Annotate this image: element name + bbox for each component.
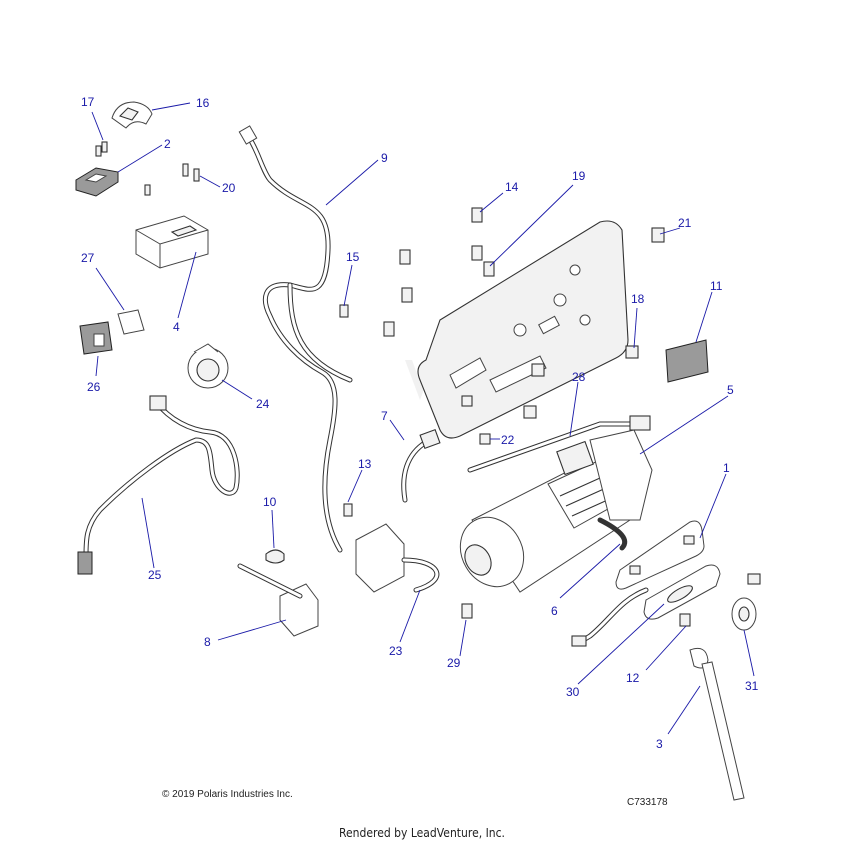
callout-22: 22 — [501, 433, 515, 447]
screws-part-17 — [91, 111, 108, 157]
callout-16: 16 — [196, 96, 210, 110]
callout-7: 7 — [381, 409, 388, 423]
callout-11: 11 — [710, 279, 723, 293]
callout-3: 3 — [656, 737, 663, 751]
fairlead-part-30 — [571, 564, 721, 685]
callout-30: 30 — [566, 685, 580, 699]
clip-part-16 — [111, 101, 191, 129]
callout-24: 24 — [256, 397, 270, 411]
callout-27: 27 — [81, 251, 95, 265]
callout-4: 4 — [173, 320, 180, 334]
horn-part-24 — [187, 343, 253, 400]
diagram-code: C733178 — [627, 797, 668, 808]
callout-17: 17 — [81, 95, 95, 109]
bolts — [339, 184, 681, 445]
callout-8: 8 — [204, 635, 211, 649]
callout-29: 29 — [447, 656, 461, 670]
fairlead-cable-part-6 — [559, 517, 628, 599]
callout-20: 20 — [222, 181, 236, 195]
wire-harness-part-25 — [77, 395, 240, 575]
control-module-part-4 — [135, 215, 209, 319]
winch-part-5 — [459, 395, 729, 593]
cable-part-7 — [389, 419, 441, 503]
callout-2: 2 — [164, 137, 171, 151]
callout-9: 9 — [381, 151, 388, 165]
wire-harness-part-9 — [238, 125, 379, 553]
callout-15: 15 — [346, 250, 360, 264]
callout-23: 23 — [389, 644, 403, 658]
copyright-text: © 2019 Polaris Industries Inc. — [162, 789, 293, 800]
callout-10: 10 — [263, 495, 277, 509]
callout-19: 19 — [572, 169, 586, 183]
callout-26: 26 — [87, 380, 101, 394]
bracket-part-2 — [75, 144, 163, 197]
clip-part-29 — [459, 603, 473, 657]
callout-21: 21 — [678, 216, 692, 230]
mounting-plate — [417, 220, 629, 439]
callout-31: 31 — [745, 679, 759, 693]
part-10 — [265, 509, 285, 564]
part-13 — [343, 469, 363, 517]
callout-28: 28 — [572, 370, 586, 384]
contactor-part-23 — [355, 523, 440, 643]
callout-25: 25 — [148, 568, 162, 582]
hook-parts — [645, 573, 761, 801]
screws-part-20 — [144, 163, 221, 196]
contactor-part-8 — [217, 563, 319, 641]
rendered-by-text: Rendered by LeadVenture, Inc. — [338, 826, 505, 840]
cable-part-28 — [467, 381, 651, 473]
callout-13: 13 — [358, 457, 372, 471]
callout-18: 18 — [631, 292, 645, 306]
callout-14: 14 — [505, 180, 519, 194]
callout-12: 12 — [626, 671, 640, 685]
callout-5: 5 — [727, 383, 734, 397]
decal-part-11 — [665, 291, 713, 383]
plate-part-1 — [615, 473, 727, 590]
callout-1: 1 — [723, 461, 730, 475]
callout-6: 6 — [551, 604, 558, 618]
switch-part-26-27 — [79, 267, 145, 377]
